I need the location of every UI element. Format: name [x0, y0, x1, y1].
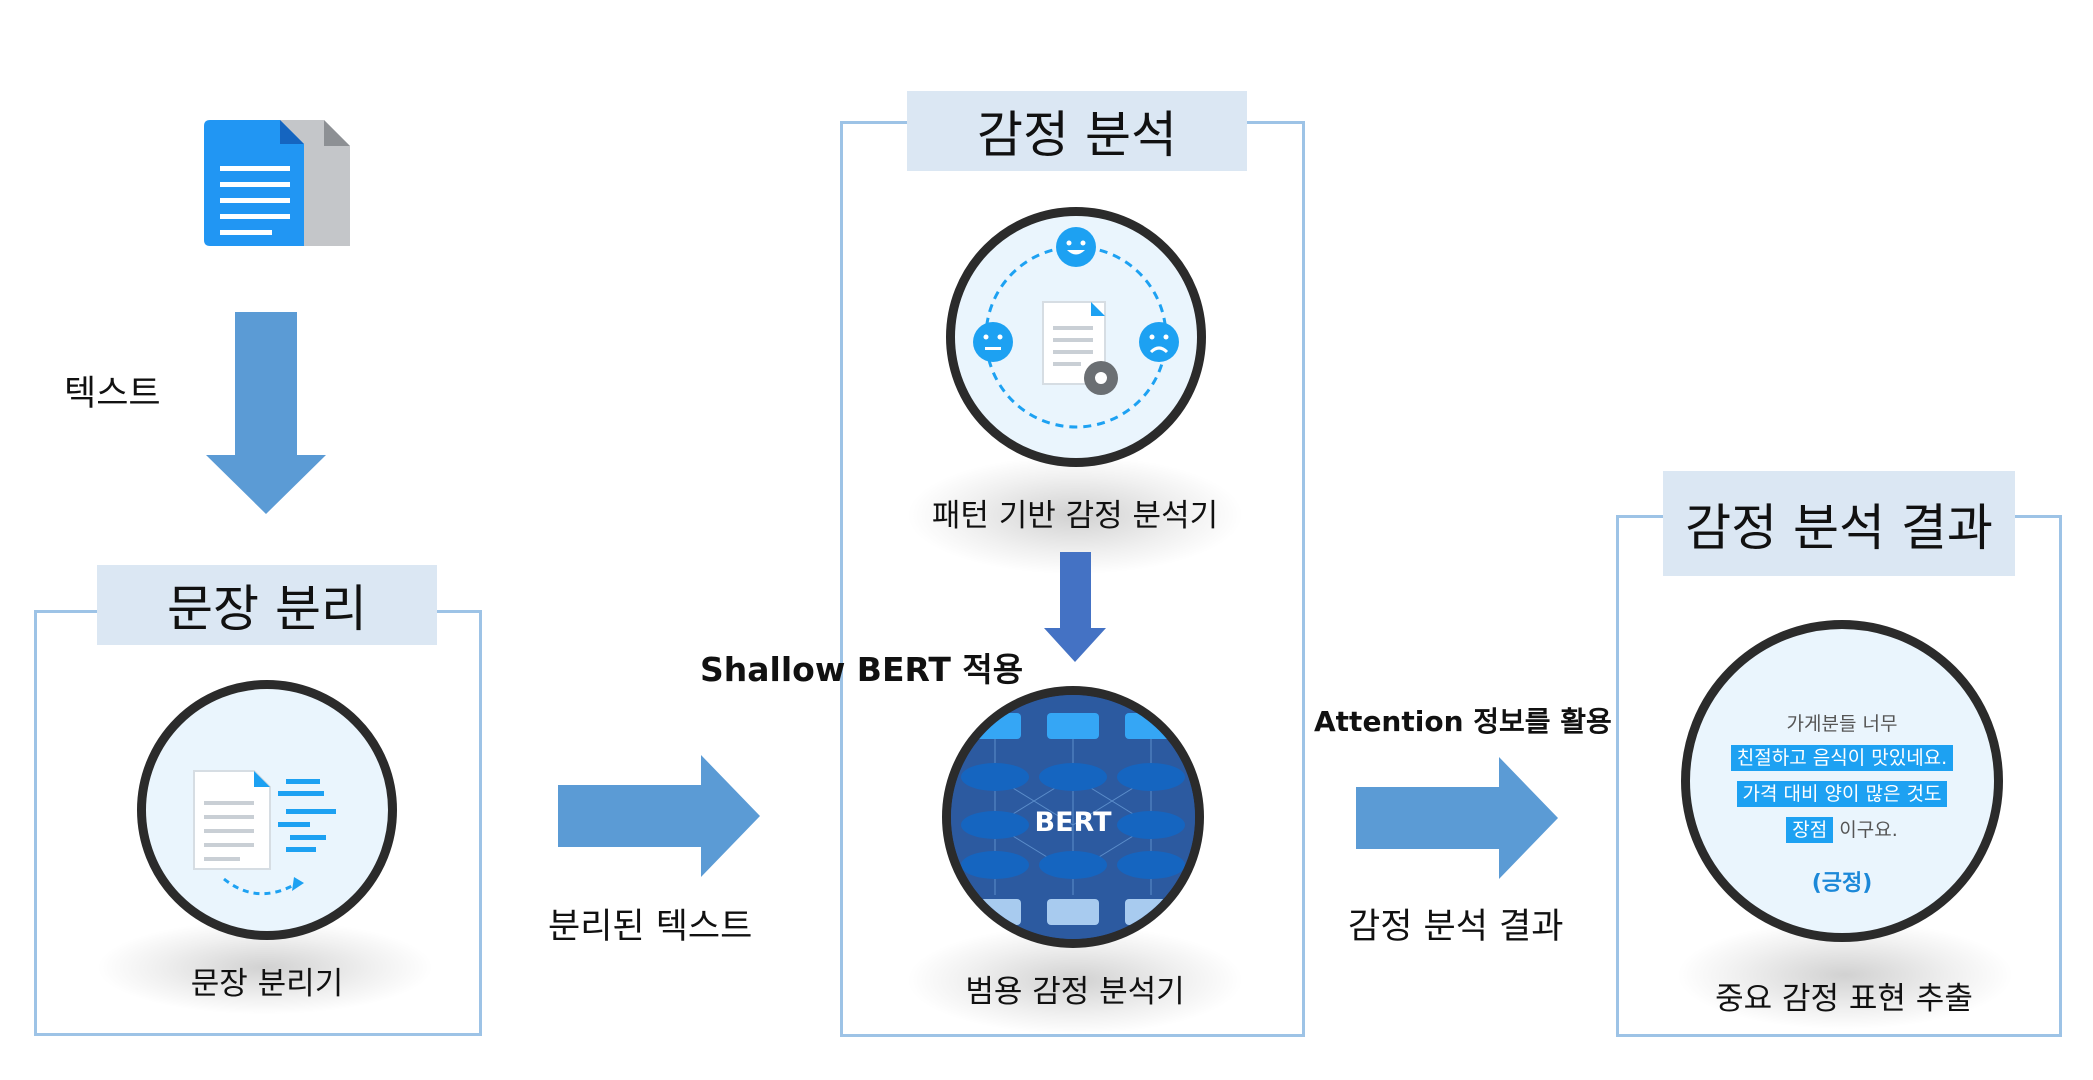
- sentence-splitter-label: 문장 분리기: [190, 966, 344, 1002]
- split-text-label: 분리된 텍스트: [548, 907, 753, 947]
- sentiment-analysis-title: 감정 분석: [907, 91, 1247, 171]
- pattern-analyzer-icon: [946, 207, 1206, 467]
- example-line-4-highlight: 장점: [1786, 817, 1834, 843]
- result-example-bubble: 가게분들 너무 친절하고 음식이 맛있네요. 가격 대비 양이 많은 것도 장점…: [1681, 620, 2003, 942]
- sentence-splitter-icon: [137, 680, 397, 940]
- example-line-1: 가게분들 너무: [1786, 713, 1898, 735]
- bert-badge: BERT: [1034, 807, 1112, 838]
- example-line-4-wrap: 장점 이구요.: [1690, 815, 1994, 843]
- example-line-2: 친절하고 음식이 맛있네요.: [1730, 745, 1954, 771]
- result-title: 감정 분석 결과: [1663, 471, 2015, 576]
- key-expression-label: 중요 감정 표현 추출: [1715, 981, 1973, 1017]
- right-arrow-icon: [1356, 757, 1558, 879]
- example-line-2-wrap: 친절하고 음식이 맛있네요.: [1690, 743, 1994, 771]
- attention-note: Attention 정보를 활용: [1314, 705, 1612, 738]
- pattern-analyzer-label: 패턴 기반 감정 분석기: [931, 498, 1219, 534]
- bert-model-icon: BERT: [942, 686, 1204, 948]
- down-arrow-icon: [206, 312, 326, 514]
- example-line-3: 가격 대비 양이 많은 것도: [1736, 781, 1948, 807]
- example-line-3-wrap: 가격 대비 양이 많은 것도: [1690, 779, 1994, 807]
- sentence-split-title: 문장 분리: [97, 565, 437, 645]
- right-arrow-icon: [558, 755, 760, 877]
- example-line-4-rest: 이구요.: [1833, 819, 1898, 841]
- down-arrow-icon: [1044, 552, 1106, 662]
- general-analyzer-label: 범용 감정 분석기: [965, 974, 1185, 1010]
- shallow-bert-note: Shallow BERT 적용: [700, 650, 1024, 689]
- analysis-result-label: 감정 분석 결과: [1348, 907, 1564, 947]
- example-sentiment: (긍정): [1811, 871, 1873, 896]
- text-input-label: 텍스트: [64, 374, 161, 414]
- document-icon: [204, 120, 350, 246]
